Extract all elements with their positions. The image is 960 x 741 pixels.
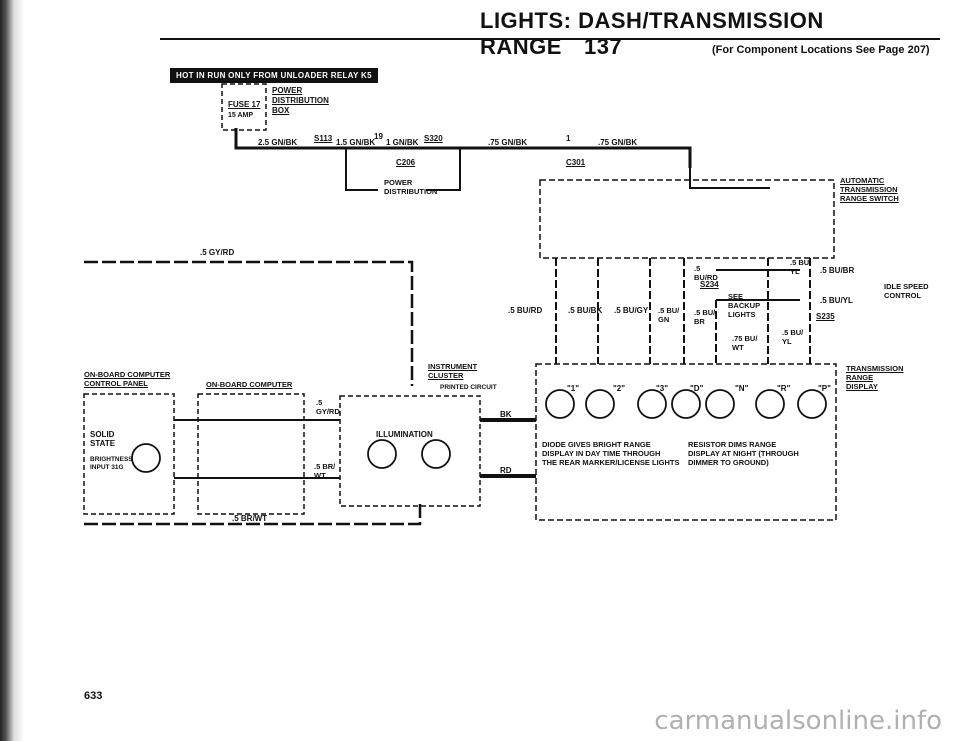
- cluster-lamp-right-icon: [421, 439, 451, 469]
- see-backup-lights: SEE BACKUP LIGHTS: [728, 292, 761, 319]
- range-lamp-label-n: "N": [735, 384, 749, 393]
- header-rule: [160, 38, 940, 40]
- connector-c301: C301: [566, 158, 586, 167]
- range-display-outline: [535, 363, 837, 521]
- printed-circuit-label: PRINTED CIRCUIT: [440, 384, 497, 391]
- range-lamp-label-d: "D": [690, 384, 704, 393]
- range-lamp-label-1: "1": [567, 384, 580, 393]
- connector-c206: C206: [396, 158, 416, 167]
- wire-gy-rd: [84, 260, 414, 386]
- wire-label-bu-yl2: .5 BU/YL: [820, 296, 853, 305]
- range-lamp-label-p: "P": [818, 384, 831, 393]
- hot-in-run-banner: HOT IN RUN ONLY FROM UNLOADER RELAY K5: [170, 68, 378, 83]
- fuse-box-outline: [221, 83, 267, 131]
- splice-s320: S320: [424, 134, 443, 143]
- obc-label: ON-BOARD COMPUTER: [206, 380, 293, 389]
- wire-label-75a: .75 GN/BK: [488, 138, 528, 147]
- wire-label-bu-yl3: .5 BU/ YL: [782, 328, 804, 346]
- wire-label-bu-bk: .5 BU/BK: [568, 306, 603, 315]
- wire-label-bu-br2: .5 BU/BR: [820, 266, 855, 275]
- range-lamp-label-3: "3": [656, 384, 669, 393]
- cluster-lamp-left-icon: [367, 439, 397, 469]
- obc-outline: [197, 393, 305, 515]
- instrument-cluster-outline: [339, 395, 481, 507]
- range-lamp-label-2: "2": [613, 384, 626, 393]
- instrument-cluster-label: INSTRUMENT CLUSTER: [428, 362, 478, 380]
- power-loop-left: [345, 148, 378, 191]
- wire-label-br-wt2: .5 BR/ WT: [314, 462, 336, 480]
- obc-panel-label: ON-BOARD COMPUTER CONTROL PANEL: [84, 370, 171, 388]
- wire-label-bu-gy: .5 BU/GY: [614, 306, 649, 315]
- trans-range-display-label: TRANSMISSION RANGE DISPLAY: [846, 364, 904, 391]
- wire-label-rd: RD: [500, 466, 512, 475]
- splice-s113: S113: [314, 134, 333, 143]
- wire-label-75b: .75 GN/BK: [598, 138, 638, 147]
- range-lamp-n-icon: [705, 389, 735, 419]
- wire-label-bu-wt: .75 BU/ WT: [732, 334, 758, 352]
- wire-label-2-5: 2.5 GN/BK: [258, 138, 298, 147]
- fuse-amp-label: 15 AMP: [228, 112, 254, 119]
- power-loop-right: [426, 148, 461, 191]
- diode-note: DIODE GIVES BRIGHT RANGE DISPLAY IN DAY …: [542, 440, 680, 467]
- auto-trans-switch-label: AUTOMATIC TRANSMISSION RANGE SWITCH: [840, 176, 899, 203]
- brightness-input-label: BRIGHTNESS INPUT 31G: [90, 456, 133, 471]
- wire-label-1: 1 GN/BK: [386, 138, 419, 147]
- power-dist-box-label: POWER DISTRIBUTION BOX: [272, 86, 329, 115]
- solid-state-label: SOLID STATE: [90, 430, 116, 448]
- range-lamp-r-icon: [755, 389, 785, 419]
- wire-label-gy-rd: .5 GY/RD: [200, 248, 235, 257]
- range-lamp-p-icon: [797, 389, 827, 419]
- wire-label-bu-rd2: .5 BU/RD: [694, 264, 718, 282]
- wire-label-br-wt: .5 BR/WT: [232, 514, 268, 523]
- range-lamp-label-r: "R": [777, 384, 791, 393]
- resistor-note: RESISTOR DIMS RANGE DISPLAY AT NIGHT (TH…: [688, 440, 799, 467]
- splice-s235: S235: [816, 312, 835, 321]
- power-bus-wire: [234, 128, 692, 168]
- fuse-label: FUSE 17: [228, 100, 261, 109]
- splice-s234: S234: [700, 280, 719, 289]
- wire-label-1-5: 1.5 GN/BK: [336, 138, 376, 147]
- idle-speed-control: IDLE SPEED CONTROL: [884, 282, 929, 300]
- watermark: carmanualsonline.info: [654, 706, 942, 736]
- page-subtitle: (For Component Locations See Page 207): [712, 44, 930, 56]
- wire-label-bk: BK: [500, 410, 512, 419]
- wire-label-bu-br: .5 BU/ BR: [694, 308, 716, 326]
- range-lamp-d-icon: [671, 389, 701, 419]
- range-lamp-2-icon: [585, 389, 615, 419]
- power-distribution-label: POWER DISTRIBUTION: [384, 178, 438, 196]
- wire-label-gy-rd2: .5 GY/RD: [316, 398, 340, 416]
- obc-panel-outline: [83, 393, 175, 515]
- wire-label-bu-yl: .5 BU/ YL: [790, 258, 812, 276]
- range-lamp-1-icon: [545, 389, 575, 419]
- connector-1: 1: [566, 134, 571, 143]
- switch-feed: [689, 168, 770, 189]
- illumination-label: ILLUMINATION: [376, 430, 433, 439]
- range-switch-outline: [539, 179, 835, 259]
- page-title: LIGHTS: DASH/TRANSMISSION RANGE: [480, 8, 824, 59]
- connector-19: 19: [374, 132, 383, 141]
- page-number-footer: 633: [84, 690, 103, 702]
- wire-label-bu-rd: .5 BU/RD: [508, 306, 543, 315]
- wire-br-wt: [84, 500, 422, 526]
- range-lamp-3-icon: [637, 389, 667, 419]
- page-binding-shadow: [0, 0, 24, 741]
- obc-lamp-icon: [131, 443, 161, 473]
- wire-label-bu-gn: .5 BU/ GN: [658, 306, 680, 324]
